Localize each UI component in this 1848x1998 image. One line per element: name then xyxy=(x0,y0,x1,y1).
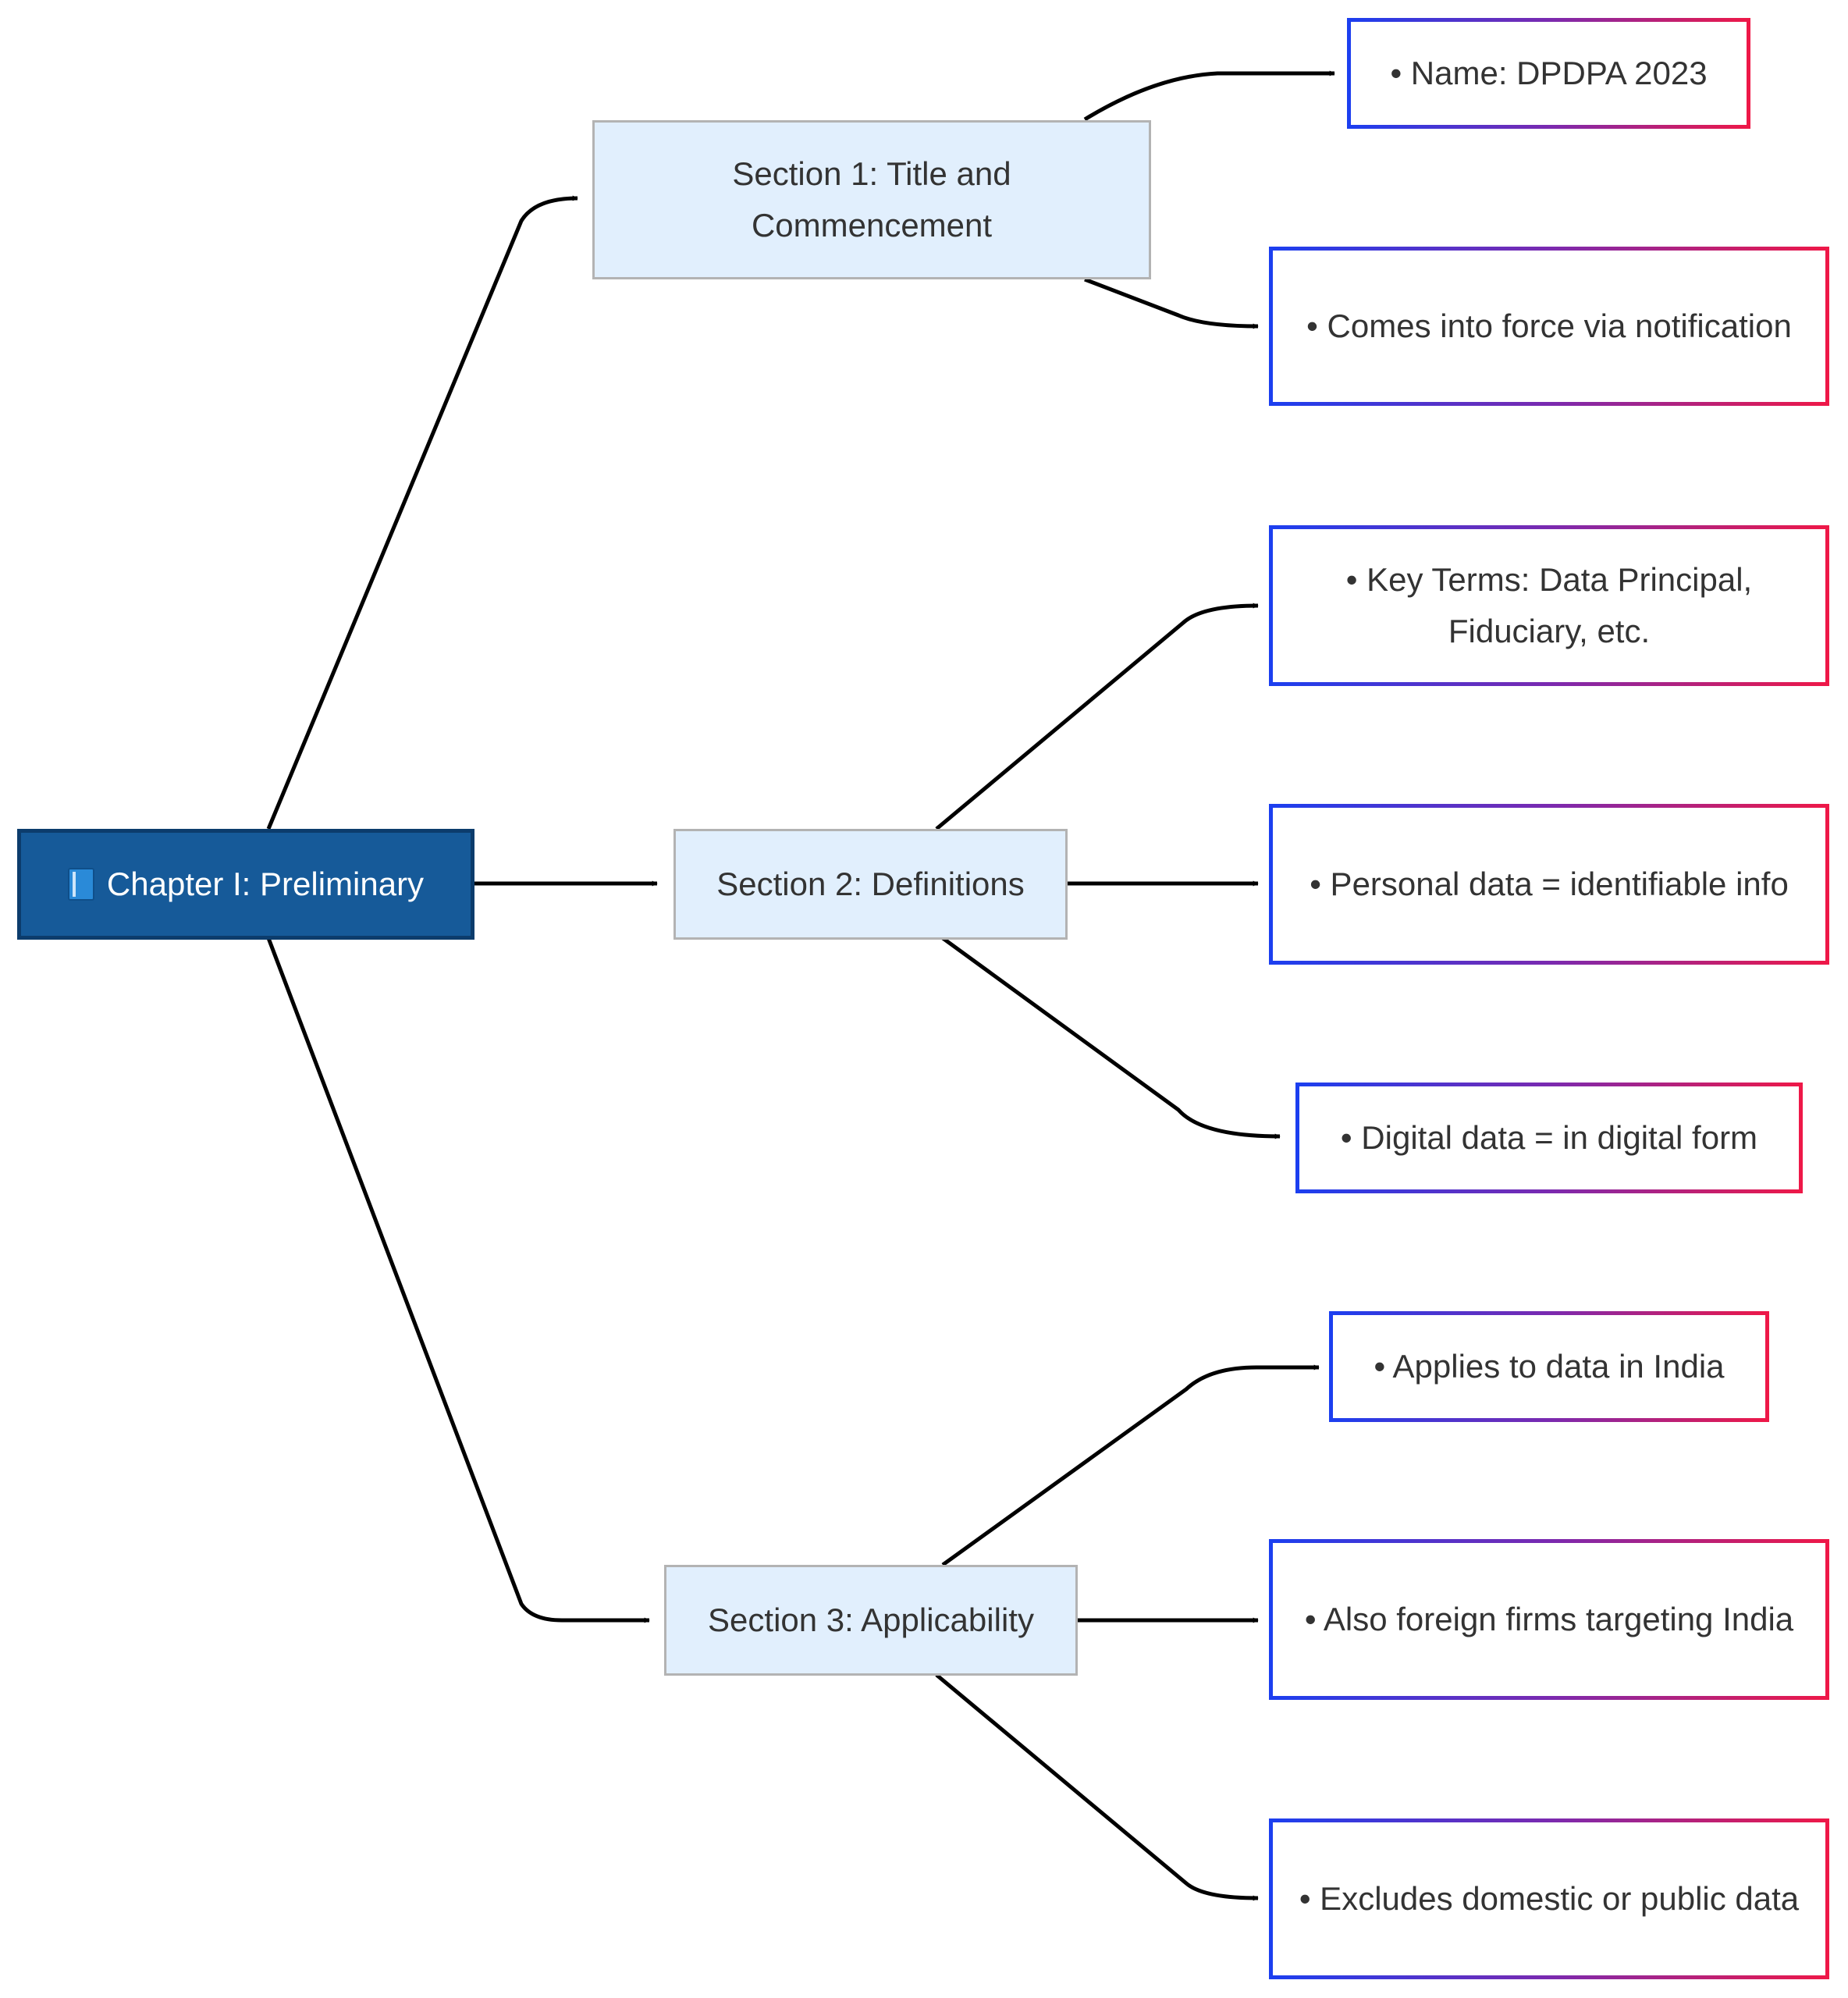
edge-root-to-section-3 xyxy=(266,937,650,1623)
detail-foreign-firms-node: • Also foreign firms targeting India xyxy=(1269,1539,1829,1700)
detail-digital-data-node: • Digital data = in digital form xyxy=(1295,1083,1803,1193)
detail-applies-label: • Applies to data in India xyxy=(1374,1348,1725,1385)
book-icon xyxy=(67,868,94,901)
detail-foreign-firms-label: • Also foreign firms targeting India xyxy=(1304,1601,1794,1637)
edge-section-3-to-applies xyxy=(941,1364,1320,1567)
section-1-label: Section 1: Title and Commencement xyxy=(732,155,1011,244)
section-2-node: Section 2: Definitions xyxy=(673,829,1068,940)
detail-personal-data-node: • Personal data = identifiable info xyxy=(1269,804,1829,965)
section-3-node: Section 3: Applicability xyxy=(664,1565,1078,1676)
section-1-node: Section 1: Title and Commencement xyxy=(592,120,1151,279)
section-3-label: Section 3: Applicability xyxy=(708,1602,1034,1638)
detail-applies-node: • Applies to data in India xyxy=(1329,1311,1769,1422)
detail-commencement-label: • Comes into force via notification xyxy=(1306,308,1792,344)
edge-section-3-to-excludes xyxy=(935,1673,1259,1901)
chapter-node: Chapter I: Preliminary xyxy=(17,829,474,940)
detail-name-label: • Name: DPDPA 2023 xyxy=(1390,55,1708,91)
edge-section-1-to-name xyxy=(1083,70,1335,122)
edge-section-2-to-digital-data xyxy=(941,936,1281,1139)
chapter-label: Chapter I: Preliminary xyxy=(106,866,425,902)
detail-key-terms-node: • Key Terms: Data Principal, Fiduciary, … xyxy=(1269,525,1829,686)
detail-excludes-label: • Excludes domestic or public data xyxy=(1299,1880,1800,1917)
detail-commencement-node: • Comes into force via notification xyxy=(1269,247,1829,406)
detail-digital-data-label: • Digital data = in digital form xyxy=(1340,1119,1758,1156)
detail-excludes-node: • Excludes domestic or public data xyxy=(1269,1818,1829,1979)
detail-personal-data-label: • Personal data = identifiable info xyxy=(1310,866,1789,902)
detail-key-terms-label: • Key Terms: Data Principal, Fiduciary, … xyxy=(1345,561,1753,649)
edge-section-1-to-commencement xyxy=(1084,277,1259,329)
detail-name-node: • Name: DPDPA 2023 xyxy=(1347,18,1750,129)
section-2-label: Section 2: Definitions xyxy=(716,866,1025,902)
edge-root-to-section-1 xyxy=(266,195,578,830)
edge-section-2-to-key-terms xyxy=(935,603,1259,830)
